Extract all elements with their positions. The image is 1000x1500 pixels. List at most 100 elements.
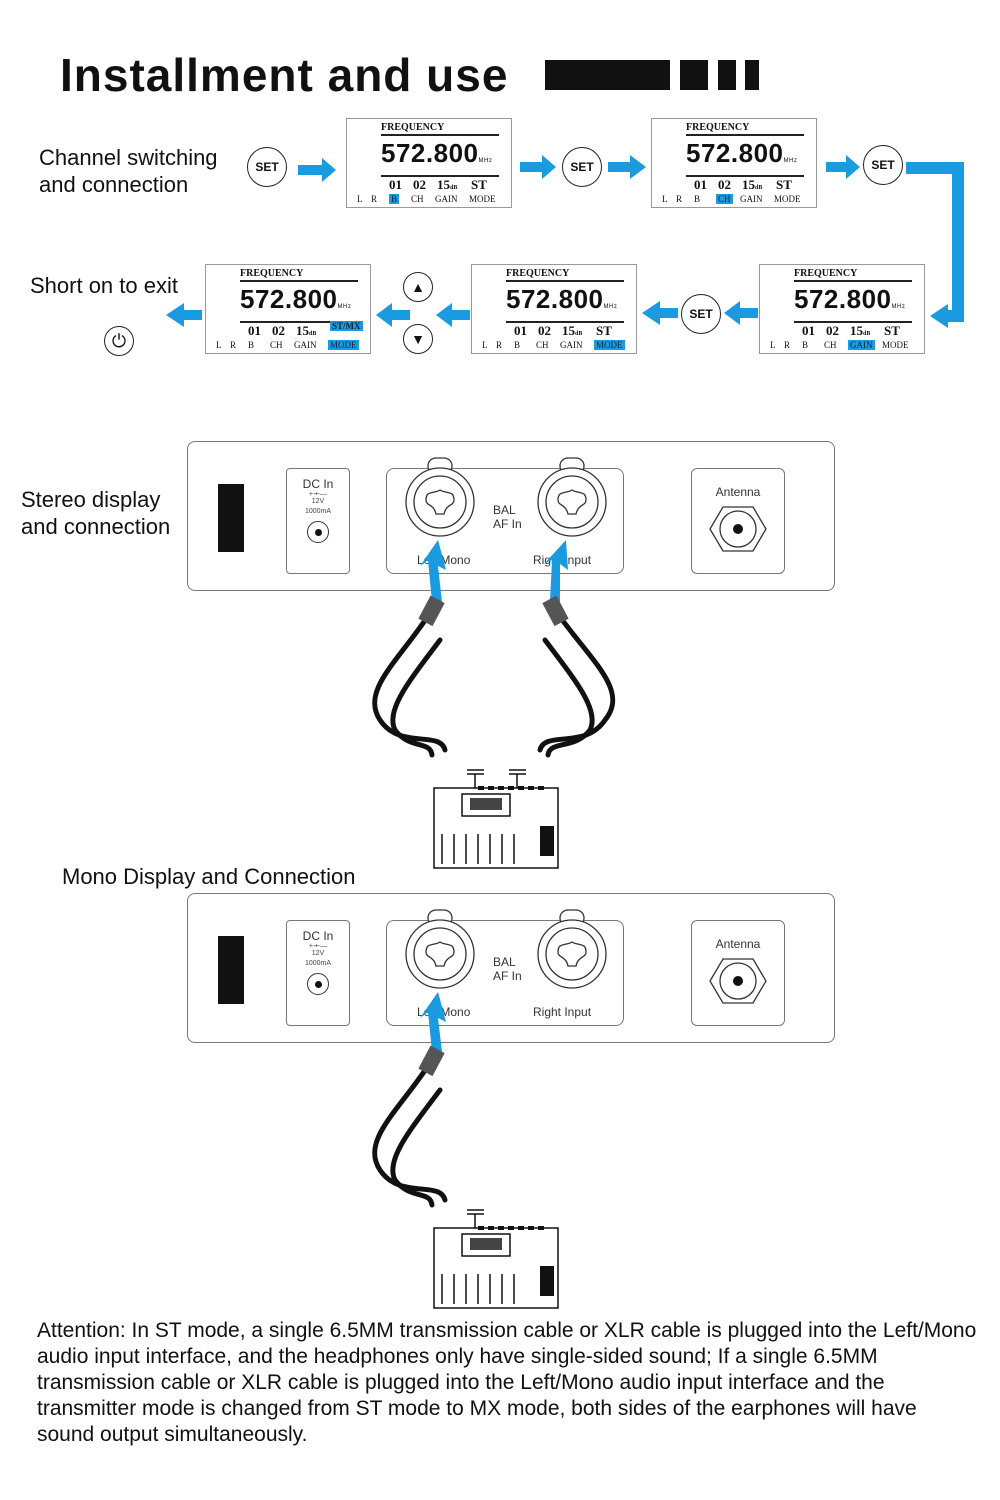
set-button[interactable]: SET bbox=[681, 294, 721, 334]
set-button[interactable]: SET bbox=[863, 145, 903, 185]
flow-arrows bbox=[166, 155, 964, 328]
key-b: B bbox=[802, 340, 809, 350]
set-button[interactable]: SET bbox=[247, 147, 287, 187]
key-l: L bbox=[482, 340, 488, 350]
xlr-combo-jack-icon[interactable] bbox=[402, 456, 478, 542]
key-ch: CH bbox=[824, 340, 837, 350]
up-arrow-icon: ▲ bbox=[411, 279, 425, 295]
power-switch[interactable] bbox=[218, 484, 244, 552]
attention-note: Attention: In ST mode, a single 6.5MM tr… bbox=[37, 1319, 977, 1446]
arrow-right-icon bbox=[826, 155, 860, 179]
down-button[interactable]: ▼ bbox=[403, 324, 433, 354]
arrow-right-icon bbox=[608, 155, 646, 179]
frequency-value: 572.800MHz bbox=[506, 284, 618, 314]
mode-value: ST bbox=[884, 323, 900, 338]
mixer-icon bbox=[433, 769, 559, 869]
key-mode: MODE bbox=[328, 340, 359, 350]
current-label: 1000mA bbox=[304, 960, 332, 967]
dc-jack-icon[interactable] bbox=[307, 521, 329, 543]
power-button[interactable]: ⏻ bbox=[104, 326, 134, 356]
antenna-connector-icon[interactable] bbox=[708, 955, 768, 1007]
antenna-label: Antenna bbox=[715, 937, 761, 951]
cables-diagram bbox=[372, 540, 616, 1208]
frequency-value: 572.800MHz bbox=[794, 284, 906, 314]
key-ch: CH bbox=[536, 340, 549, 350]
dc-in-label: DC In bbox=[302, 477, 334, 491]
channel-switching-label: Channel switching and connection bbox=[39, 144, 218, 198]
frequency-label: FREQUENCY bbox=[240, 268, 304, 279]
key-b: B bbox=[389, 194, 400, 204]
gain-value: 15dB bbox=[562, 323, 583, 338]
antenna-connector-icon[interactable] bbox=[708, 503, 768, 555]
ch-value: 02 bbox=[413, 177, 426, 192]
polarity-icon: +-•-— bbox=[308, 943, 328, 950]
arrow-left-icon bbox=[436, 303, 470, 327]
arrow-right-icon bbox=[520, 155, 556, 179]
stereo-label-line2: and connection bbox=[21, 514, 171, 539]
connector-arrow-icon bbox=[906, 162, 964, 328]
down-arrow-icon: ▼ bbox=[411, 331, 425, 347]
jack-cable-icon bbox=[390, 637, 443, 758]
ch-value: 02 bbox=[718, 177, 731, 192]
ch-value: 02 bbox=[538, 323, 551, 338]
frequency-value: 572.800MHz bbox=[381, 138, 493, 168]
mode-value: ST/MX bbox=[330, 321, 363, 331]
key-mode: MODE bbox=[469, 194, 496, 204]
power-switch[interactable] bbox=[218, 936, 244, 1004]
key-mode: MODE bbox=[774, 194, 801, 204]
key-gain: GAIN bbox=[848, 340, 875, 350]
exit-label: Short on to exit bbox=[30, 273, 178, 298]
dc-jack-icon[interactable] bbox=[307, 973, 329, 995]
key-b: B bbox=[694, 194, 701, 204]
b-value: 01 bbox=[389, 177, 402, 192]
arrow-left-icon bbox=[166, 303, 202, 327]
jack-cable-icon bbox=[542, 637, 595, 758]
up-button[interactable]: ▲ bbox=[403, 272, 433, 302]
b-value: 01 bbox=[248, 323, 261, 338]
frequency-value: 572.800MHz bbox=[240, 284, 352, 314]
key-r: R bbox=[496, 340, 503, 350]
b-value: 01 bbox=[694, 177, 707, 192]
key-r: R bbox=[371, 194, 378, 204]
plug-arrow-icon bbox=[544, 540, 568, 602]
mode-value: ST bbox=[596, 323, 612, 338]
key-ch: CH bbox=[716, 194, 733, 204]
arrow-left-icon bbox=[642, 301, 678, 325]
frequency-label: FREQUENCY bbox=[794, 268, 858, 279]
xlr-cable-icon bbox=[537, 607, 616, 753]
key-r: R bbox=[230, 340, 237, 350]
key-ch: CH bbox=[411, 194, 424, 204]
xlr-combo-jack-icon[interactable] bbox=[402, 908, 478, 994]
xlr-combo-jack-icon[interactable] bbox=[534, 456, 610, 542]
key-l: L bbox=[662, 194, 668, 204]
arrow-left-icon bbox=[376, 303, 410, 327]
arrow-right-icon bbox=[298, 158, 336, 182]
xlr-combo-jack-icon[interactable] bbox=[534, 908, 610, 994]
jack-cable-icon bbox=[390, 1087, 443, 1208]
right-input-label: Right Input bbox=[533, 1005, 592, 1019]
xlr-cable-icon bbox=[372, 607, 448, 753]
frequency-value: 572.800MHz bbox=[686, 138, 798, 168]
key-gain: GAIN bbox=[560, 340, 583, 350]
channel-label-line2: and connection bbox=[39, 172, 189, 197]
voltage-label: 12V bbox=[311, 950, 325, 957]
key-l: L bbox=[770, 340, 776, 350]
frequency-label: FREQUENCY bbox=[381, 122, 445, 133]
mode-value: ST bbox=[471, 177, 487, 192]
xlr-cable-icon bbox=[372, 1057, 448, 1203]
antenna-box: Antenna bbox=[691, 920, 785, 1026]
key-gain: GAIN bbox=[435, 194, 458, 204]
frequency-label: FREQUENCY bbox=[506, 268, 570, 279]
key-mode: MODE bbox=[594, 340, 625, 350]
set-button[interactable]: SET bbox=[562, 147, 602, 187]
key-r: R bbox=[784, 340, 791, 350]
key-b: B bbox=[248, 340, 255, 350]
